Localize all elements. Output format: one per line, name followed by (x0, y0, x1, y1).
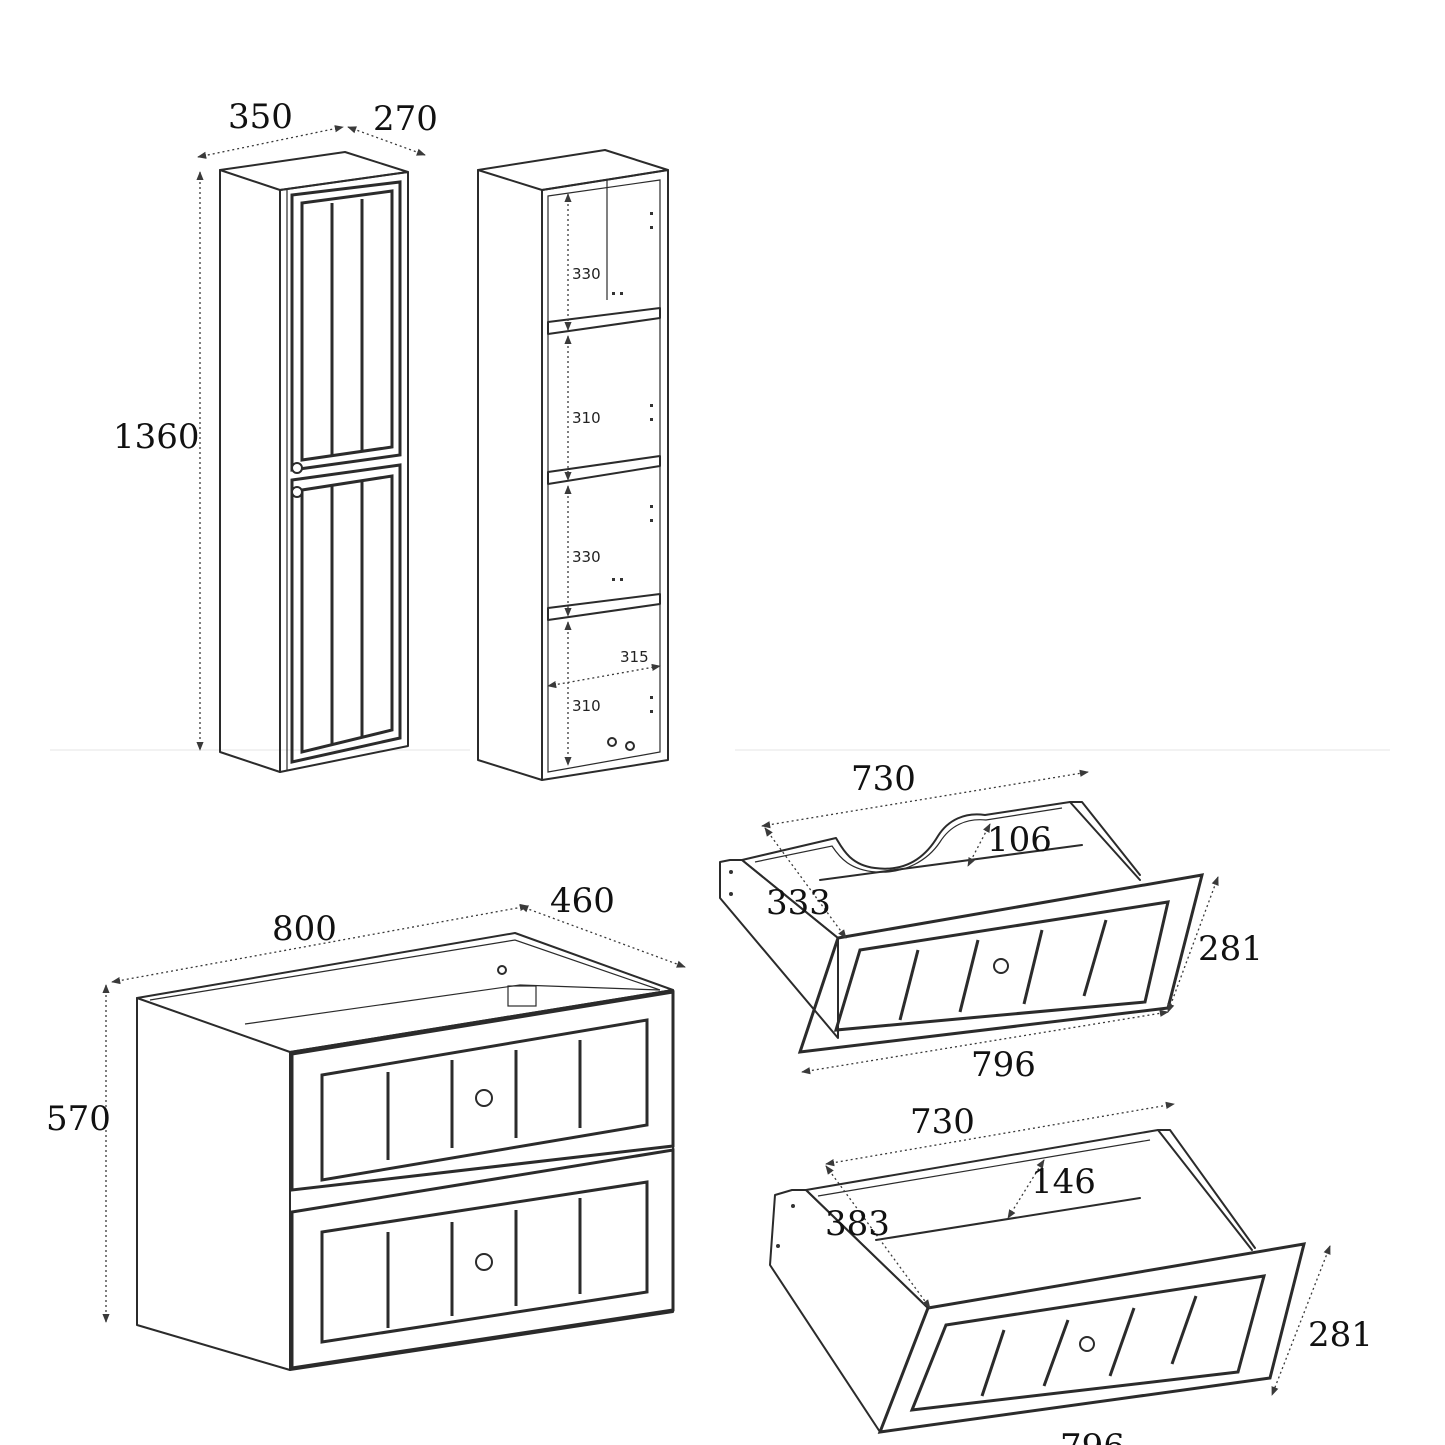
shelf-gap-label: 310 (572, 409, 601, 427)
drawer-top-back-width-label: 730 (851, 759, 916, 799)
drawer-knob-icon (475, 1089, 493, 1107)
front-width-dimension-line (801, 1009, 1169, 1075)
door-knob-icon (291, 486, 303, 498)
shelf-gap-label: 330 (572, 548, 601, 566)
drawer-knob-icon (475, 1253, 493, 1271)
wall-bracket (507, 985, 537, 1007)
inner-width-dimension-line (547, 663, 661, 689)
drawer-top-exploded (719, 769, 1219, 1075)
drawer-bottom-side-length-label: 383 (825, 1204, 890, 1244)
depth-dimension-line (347, 126, 426, 156)
depth-dimension-line (519, 905, 686, 968)
vanity-drawer-lower (290, 1148, 675, 1370)
drawer-bottom-inner-height-label: 146 (1031, 1162, 1096, 1202)
drawer-knob-icon (993, 958, 1009, 974)
front-height-dimension-line (1167, 876, 1219, 1013)
drawer-top-front-width-label: 796 (971, 1045, 1036, 1085)
shelf (547, 593, 661, 621)
tall-cabinet-width-label: 350 (228, 97, 293, 137)
vanity-width-label: 800 (272, 909, 337, 949)
tall-cabinet-open (477, 149, 669, 781)
vanity-height-label: 570 (46, 1099, 111, 1139)
fixing-hole-icon (497, 965, 507, 975)
drawer-top-front-height-label: 281 (1198, 929, 1263, 969)
tall-cabinet-closed (196, 125, 426, 773)
drawer-knob-icon (1079, 1336, 1095, 1352)
front-height-dimension-line (1271, 1245, 1331, 1396)
drawer-bottom-front-height-label: 281 (1308, 1315, 1373, 1355)
vanity-depth-label: 460 (550, 881, 615, 921)
drawer-bottom-front-width-label: 796 (1060, 1427, 1125, 1445)
back-width-dimension-line (761, 769, 1089, 829)
inner-width-label: 315 (620, 648, 649, 666)
upper-door (290, 180, 402, 474)
drawer-bottom-back-width-label: 730 (910, 1102, 975, 1142)
lower-door (290, 463, 402, 764)
shelf (547, 307, 661, 335)
tall-cabinet-height-label: 1360 (113, 417, 200, 457)
shelf-pin-holes (607, 212, 653, 751)
vanity-drawer-upper (290, 990, 675, 1192)
shelf (547, 455, 661, 485)
shelf-gap-label: 330 (572, 265, 601, 283)
tall-cabinet-depth-label: 270 (373, 99, 438, 139)
inner-height-dimension-line (1007, 1159, 1045, 1219)
vanity-unit (102, 903, 686, 1371)
back-width-dimension-line (825, 1101, 1175, 1167)
door-knob-icon (291, 462, 303, 474)
width-dimension-line (111, 903, 529, 985)
shelf-gap-label: 310 (572, 697, 601, 715)
drawer-bottom-exploded (769, 1101, 1331, 1434)
drawer-top-cutout-depth-label: 106 (987, 820, 1052, 860)
drawer-top-side-length-label: 333 (766, 883, 831, 923)
side-length-dimension-line (825, 1165, 931, 1309)
